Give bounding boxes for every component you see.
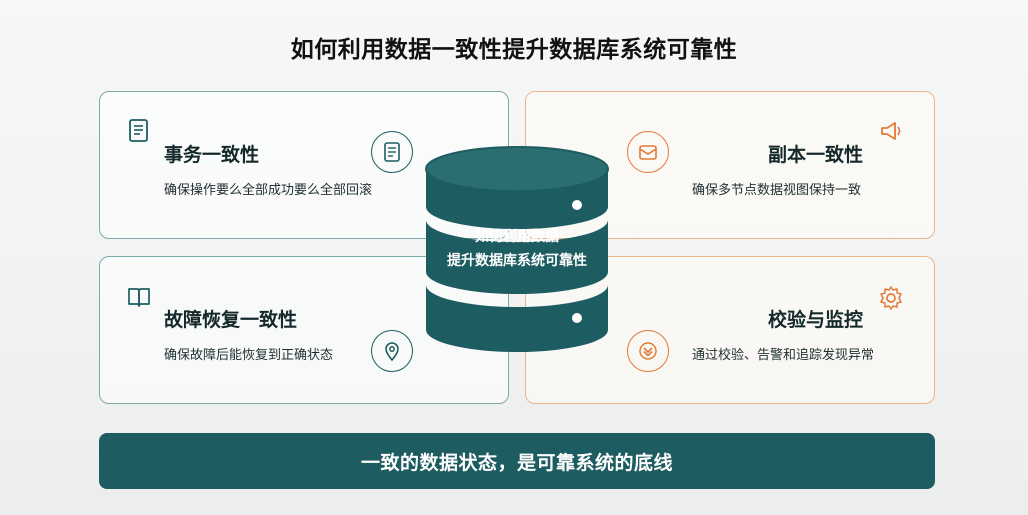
megaphone-icon — [881, 122, 901, 140]
card-description: 通过校验、告警和追踪发现异常 — [692, 348, 875, 363]
center-label-line1: 如何利用数据 — [475, 229, 559, 245]
footer-text: 一致的数据状态，是可靠系统的底线 — [360, 451, 673, 474]
location-pin-icon — [371, 330, 413, 372]
book-icon — [128, 288, 150, 307]
card-title: 故障恢复一致性 — [164, 309, 298, 331]
card-description: 确保多节点数据视图保持一致 — [692, 183, 862, 198]
center-label-line2: 提升数据库系统可靠性 — [447, 253, 587, 269]
document-icon — [129, 119, 148, 142]
mail-icon — [627, 131, 669, 173]
card-title: 校验与监控 — [768, 309, 864, 331]
double-chevron-down-icon — [627, 330, 669, 372]
footer-banner: 一致的数据状态，是可靠系统的底线 — [99, 433, 935, 489]
card-description: 确保故障后能恢复到正确状态 — [164, 348, 334, 363]
card-title: 事务一致性 — [164, 144, 260, 166]
page-title: 如何利用数据一致性提升数据库系统可靠性 — [290, 37, 738, 63]
gear-icon — [880, 286, 902, 310]
card-description: 确保操作要么全部成功要么全部回滚 — [164, 183, 373, 198]
database-icon — [425, 146, 609, 352]
document-icon — [371, 131, 413, 173]
card-title: 副本一致性 — [768, 144, 864, 166]
